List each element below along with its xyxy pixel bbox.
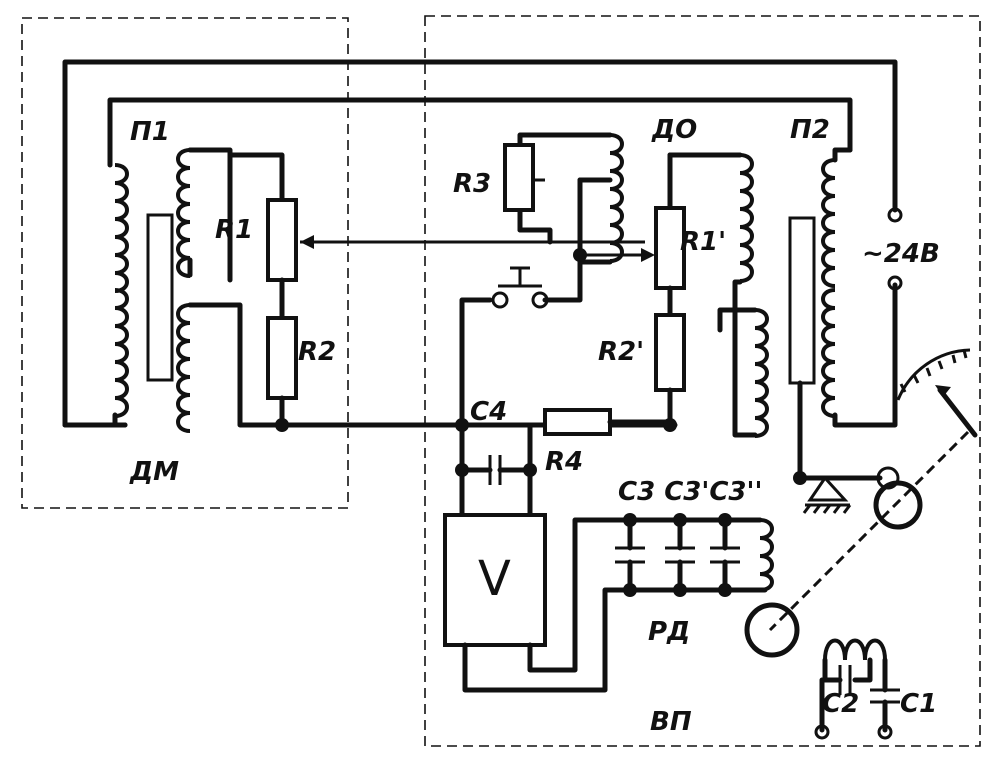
push-button: [459, 266, 549, 428]
resistor-r1-prime: [654, 206, 686, 290]
label-c3-bank: С3 С3'С3'': [618, 477, 762, 507]
resistor-r4: [543, 408, 612, 436]
label-c1: С1: [900, 689, 937, 719]
label-c4: C4: [470, 397, 507, 427]
label-c2: С2: [822, 689, 859, 719]
c1-c2: [814, 638, 900, 740]
label-do: ДО: [651, 115, 697, 145]
label-v: V: [478, 551, 511, 607]
label-rd: РД: [648, 617, 690, 647]
amplifier-v: [443, 513, 643, 693]
label-r4: R4: [545, 447, 583, 477]
resistor-r2: [266, 316, 298, 400]
label-p2: П2: [790, 115, 830, 145]
resistor-r2-prime: [654, 313, 686, 392]
resistor-r3: [503, 143, 535, 212]
divider-r1-r2: [227, 152, 298, 428]
junction-dots: [275, 248, 807, 597]
meter-linkage: [744, 348, 978, 658]
label-r1-prime: R1': [680, 227, 726, 257]
label-r2: R2: [298, 337, 336, 367]
label-r1: R1: [215, 215, 253, 245]
core-p2: [788, 216, 816, 385]
resistor-r1: [266, 198, 298, 282]
divider-r1p-r2p: [654, 152, 769, 438]
dm-block-border: [21, 17, 349, 509]
transformer-p2: [788, 147, 903, 428]
label-supply: ~24В: [862, 239, 940, 269]
label-dm: ДМ: [129, 457, 179, 487]
supply-loops: [62, 59, 898, 428]
label-vp: ВП: [650, 707, 692, 737]
label-r2-prime: R2': [598, 337, 644, 367]
motor-do: [503, 132, 624, 303]
vp-block-border: [424, 15, 981, 747]
c3-bank-rd: [615, 517, 774, 593]
label-r3: R3: [453, 169, 491, 199]
core-p1: [146, 213, 174, 382]
transformer-p1: [107, 147, 283, 433]
label-p1: П1: [130, 117, 170, 147]
